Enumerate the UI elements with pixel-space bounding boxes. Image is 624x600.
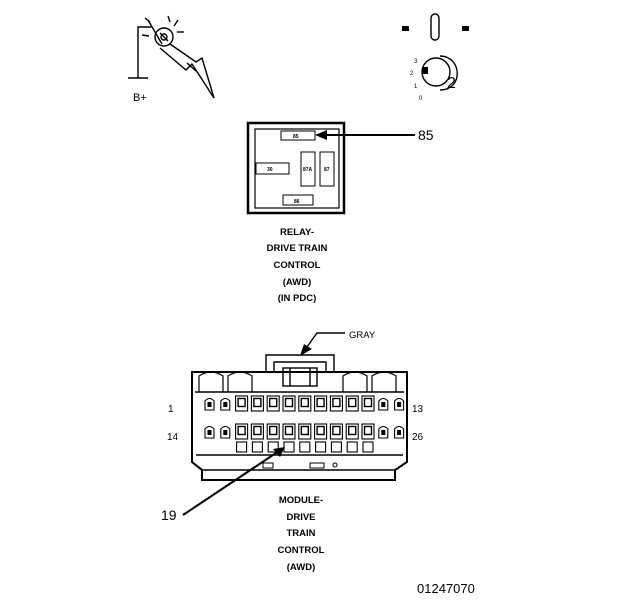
connector-pin-cavity — [235, 423, 249, 440]
relay-caption-line-4: (AWD) — [283, 277, 312, 288]
relay-caption-line-2: DRIVE TRAIN — [267, 243, 328, 254]
connector-pin-cavity — [266, 423, 280, 440]
connector-pin-cavity — [266, 395, 280, 412]
pin-number-26: 26 — [412, 432, 424, 443]
connector-pin-cavity — [329, 395, 343, 412]
connector-pin-cavity — [283, 441, 295, 453]
relay-callout-number: 85 — [418, 127, 434, 143]
connector-pin-cavity — [282, 423, 296, 440]
connector-lock-tabs — [198, 371, 397, 392]
connector-caption-line-2: DRIVE — [286, 512, 315, 523]
figure-number: 01247070 — [417, 581, 475, 596]
connector-callout-leader — [182, 447, 285, 516]
relay-body — [246, 121, 346, 215]
connector-pin-cavity — [394, 425, 405, 439]
relay-caption-line-5: (IN PDC) — [278, 293, 317, 304]
connector-pin-cavity — [220, 397, 231, 411]
connector-pin-cavity — [298, 423, 312, 440]
relay-terminal-87a: 87A — [303, 167, 313, 173]
connector-caption-line-3: TRAIN — [286, 528, 315, 539]
connector-caption-line-5: (AWD) — [287, 562, 316, 573]
connector-pin-cavity — [378, 397, 389, 411]
relay-caption-line-3: CONTROL — [274, 260, 321, 271]
connector-key — [309, 462, 325, 469]
connector-pin-cavity — [251, 441, 263, 453]
relay-terminal-30: 30 — [267, 167, 273, 173]
connector-caption-line-1: MODULE- — [279, 495, 323, 506]
connector-lock-tab — [198, 371, 224, 392]
connector-color-label: GRAY — [349, 330, 376, 341]
switch-index-number: 2 — [447, 75, 456, 92]
connector-pin-cavity — [345, 423, 359, 440]
switch-position-3: 3 — [414, 59, 418, 65]
connector-lock-tab — [342, 371, 368, 392]
connector-pin-cavity — [346, 441, 358, 453]
connector-pin-cavity — [345, 395, 359, 412]
connector-pin-cavity — [394, 397, 405, 411]
lamp-test-probe-icon — [128, 15, 215, 99]
connector-pin-cavity — [330, 441, 342, 453]
connector-pin-cavity — [315, 441, 327, 453]
relay-terminal-87: 87 — [324, 167, 330, 173]
connector-key — [332, 462, 338, 468]
connector-pin-cavity — [236, 441, 248, 453]
connector-pin-cavity — [204, 397, 215, 411]
connector-key — [262, 462, 274, 469]
switch-position-0: 0 — [419, 96, 423, 102]
connector-pin-cavity — [204, 425, 215, 439]
relay-terminal-86: 86 — [294, 199, 300, 205]
connector-color-leader — [300, 332, 345, 356]
connector-pin-cavity — [299, 441, 311, 453]
connector-pin-cavity — [361, 423, 375, 440]
connector-pin-cavity — [250, 423, 264, 440]
connector-caption-line-4: CONTROL — [278, 545, 325, 556]
connector-pin-cavity — [378, 425, 389, 439]
connector-pin-cavity — [220, 425, 231, 439]
relay-terminal-85: 85 — [293, 134, 299, 140]
battery-label: B+ — [133, 92, 147, 104]
pin-number-13: 13 — [412, 404, 424, 415]
connector-caption: MODULE- DRIVE TRAIN CONTROL (AWD) — [278, 495, 325, 573]
connector-lock-tab — [227, 371, 253, 392]
connector-pin-cavity — [314, 423, 328, 440]
ignition-switch-icon — [402, 13, 469, 91]
connector-pin-cavity — [329, 423, 343, 440]
connector-pin-cavities — [204, 395, 405, 469]
pin-number-1: 1 — [168, 404, 174, 415]
connector-pin-cavity — [298, 395, 312, 412]
connector-pin-cavity — [267, 441, 279, 453]
connector-pin-cavity — [314, 395, 328, 412]
relay-callout-leader — [315, 130, 415, 140]
connector-pin-cavity — [362, 441, 374, 453]
relay-caption: RELAY- DRIVE TRAIN CONTROL (AWD) (IN PDC… — [267, 227, 328, 304]
connector-callout-number: 19 — [161, 507, 177, 523]
connector-pin-cavity — [235, 395, 249, 412]
switch-position-2: 2 — [410, 71, 414, 77]
relay-caption-line-1: RELAY- — [280, 227, 314, 238]
connector-pin-cavity — [361, 395, 375, 412]
connector-pin-cavity — [282, 395, 296, 412]
connector-pin-cavity — [250, 395, 264, 412]
connector-lock-tab — [371, 371, 397, 392]
pin-number-14: 14 — [167, 432, 179, 443]
switch-position-1: 1 — [414, 84, 418, 90]
